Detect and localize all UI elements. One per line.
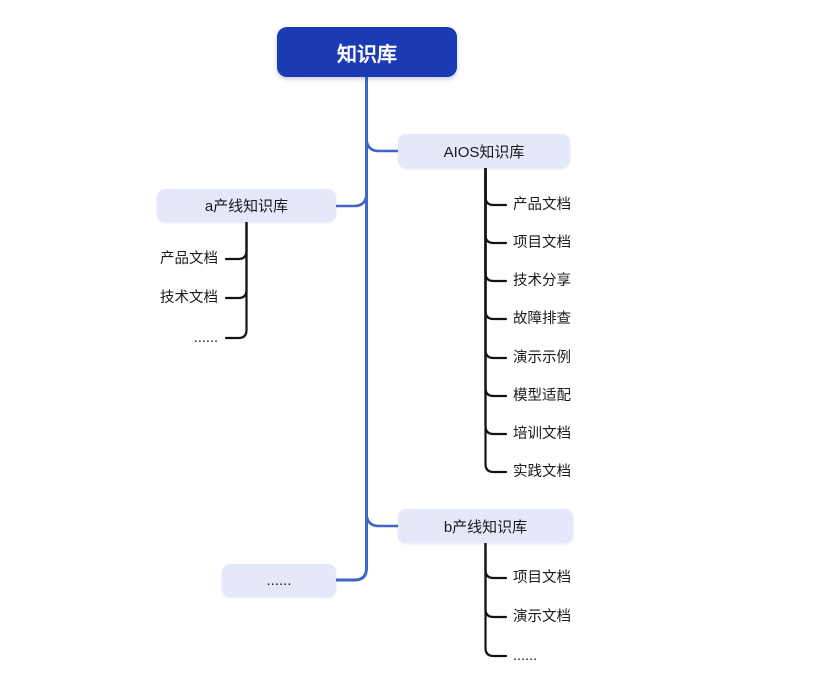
leaf-node[interactable]: 演示文档 — [513, 609, 571, 625]
trunk-line — [334, 75, 368, 582]
child-line-aios-5 — [484, 166, 508, 398]
leaf-node[interactable]: 培训文档 — [513, 426, 571, 442]
node-more[interactable]: ...... — [222, 564, 336, 597]
leaf-node[interactable]: 模型适配 — [513, 388, 571, 404]
leaf-node[interactable]: 产品文档 — [160, 251, 218, 267]
node-root[interactable]: 知识库 — [277, 27, 457, 77]
leaf-node[interactable]: 演示示例 — [513, 350, 571, 366]
child-line-aios-6 — [484, 166, 508, 436]
branch-line-aios — [365, 136, 400, 153]
child-line-b-2 — [484, 541, 508, 658]
leaf-node[interactable]: 产品文档 — [513, 197, 571, 213]
child-line-aios-3 — [484, 166, 508, 321]
leaf-node[interactable]: 技术分享 — [513, 273, 571, 289]
leaf-node[interactable]: 实践文档 — [513, 464, 571, 480]
child-line-aios-2 — [484, 166, 508, 283]
leaf-node[interactable]: 项目文档 — [513, 570, 571, 586]
leaf-node[interactable]: ...... — [193, 330, 218, 346]
child-line-aios-7 — [484, 166, 508, 474]
leaf-node[interactable]: 项目文档 — [513, 235, 571, 251]
leaf-node[interactable]: 故障排查 — [513, 311, 571, 327]
node-a-line[interactable]: a产线知识库 — [157, 189, 336, 222]
node-aios[interactable]: AIOS知识库 — [398, 134, 570, 168]
child-line-aios-4 — [484, 166, 508, 360]
branch-line-a-line — [334, 191, 368, 208]
child-line-b-1 — [484, 541, 508, 619]
leaf-node[interactable]: ...... — [513, 648, 538, 664]
child-line-a-1 — [224, 220, 248, 300]
leaf-node[interactable]: 技术文档 — [160, 290, 218, 306]
child-line-b-0 — [484, 541, 508, 580]
node-b-line[interactable]: b产线知识库 — [398, 509, 573, 543]
child-line-a-2 — [224, 220, 248, 340]
child-line-aios-0 — [484, 166, 508, 207]
branch-line-b-line — [365, 511, 400, 528]
child-line-aios-1 — [484, 166, 508, 245]
child-line-a-0 — [224, 220, 248, 261]
